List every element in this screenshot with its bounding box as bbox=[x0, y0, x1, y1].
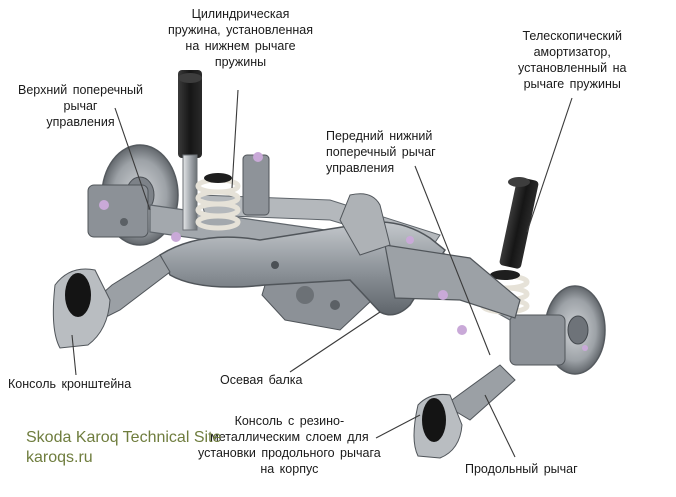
watermark-site: karoqs.ru bbox=[26, 449, 93, 466]
right-hub bbox=[509, 285, 606, 375]
label-axle-beam: Осевая балка bbox=[220, 373, 303, 387]
label-rubber-metal-console: Консоль с резино- металлическим слоем дл… bbox=[198, 414, 381, 476]
label-trailing-arm: Продольный рычаг bbox=[465, 462, 578, 476]
label-telescopic-damper: Телескопический амортизатор, установленн… bbox=[518, 29, 627, 91]
left-trailing-arm bbox=[52, 254, 171, 349]
label-front-lower-wishbone: Передний нижний поперечный рычаг управле… bbox=[326, 129, 436, 175]
right-trailing-arm bbox=[413, 364, 516, 459]
leader-lines bbox=[71, 89, 573, 458]
label-bracket-console: Консоль кронштейна bbox=[8, 377, 132, 391]
axle-beam bbox=[159, 193, 521, 335]
left-hub bbox=[87, 144, 179, 246]
left-spring-damper bbox=[178, 70, 270, 231]
label-coil-spring: Цилиндрическая пружина, установленная на… bbox=[168, 7, 313, 69]
watermark-title: Skoda Karoq Technical Site bbox=[26, 429, 222, 446]
label-upper-wishbone: Верхний поперечный рычаг управления bbox=[18, 83, 144, 129]
